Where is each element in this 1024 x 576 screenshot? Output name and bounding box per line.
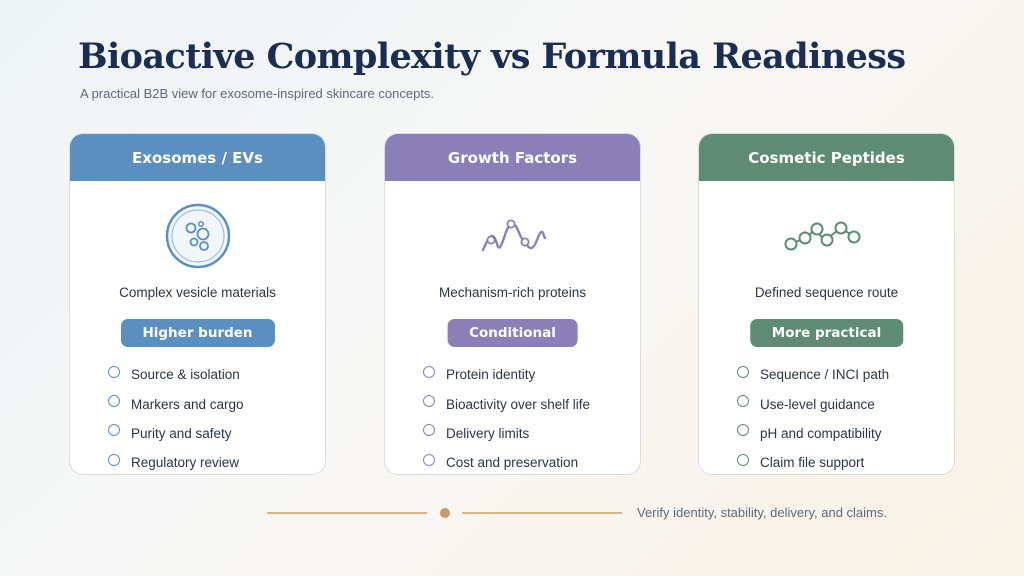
status-badge: More practical xyxy=(749,319,904,347)
list-item: Use-level guidance xyxy=(737,389,889,418)
status-badge: Higher burden xyxy=(120,319,275,347)
card-header: Exosomes / EVs xyxy=(70,134,325,181)
circle-icon xyxy=(423,453,435,466)
footer-dot-icon xyxy=(440,508,450,518)
list-item: pH and compatibility xyxy=(737,419,889,448)
list-item: Delivery limits xyxy=(423,419,590,448)
list-item: Protein identity xyxy=(423,360,590,389)
list-item: Claim file support xyxy=(737,448,889,474)
page-title: Bioactive Complexity vs Formula Readines… xyxy=(78,36,906,77)
circle-icon xyxy=(108,453,120,466)
circle-icon xyxy=(423,365,435,378)
peptide-chain-icon xyxy=(699,200,954,272)
item-list: Protein identity Bioactivity over shelf … xyxy=(423,360,590,474)
list-item: Purity and safety xyxy=(108,419,244,448)
list-item: Sequence / INCI path xyxy=(737,360,889,389)
card-description: Complex vesicle materials xyxy=(119,285,276,300)
list-item: Cost and preservation xyxy=(423,448,590,474)
footer-divider-left xyxy=(267,512,427,514)
circle-icon xyxy=(108,365,120,378)
vesicle-icon xyxy=(70,200,325,272)
card-description: Defined sequence route xyxy=(754,285,899,300)
circle-icon xyxy=(737,365,749,378)
item-list: Source & isolation Markers and cargo Pur… xyxy=(108,360,244,474)
protein-wave-icon xyxy=(385,200,640,272)
page-subtitle: A practical B2B view for exosome-inspire… xyxy=(80,86,435,101)
item-list: Sequence / INCI path Use-level guidance … xyxy=(737,360,889,474)
circle-icon xyxy=(423,395,435,408)
card-header: Growth Factors xyxy=(385,134,640,181)
card-description: Mechanism-rich proteins xyxy=(438,285,587,300)
card-growth-factors: Growth Factors Mechanism-rich proteins C… xyxy=(384,133,641,475)
list-item: Regulatory review xyxy=(108,448,244,474)
footer-note: Verify identity, stability, delivery, an… xyxy=(637,505,887,520)
list-item: Markers and cargo xyxy=(108,389,244,418)
card-cosmetic-peptides: Cosmetic Peptides Defined sequence route… xyxy=(698,133,955,475)
status-badge: Conditional xyxy=(447,319,578,347)
list-item: Bioactivity over shelf life xyxy=(423,389,590,418)
circle-icon xyxy=(423,424,435,437)
circle-icon xyxy=(108,424,120,437)
footer-divider-right xyxy=(462,512,622,514)
circle-icon xyxy=(737,424,749,437)
card-exosomes: Exosomes / EVs Complex vesicle materials… xyxy=(69,133,326,475)
card-header: Cosmetic Peptides xyxy=(699,134,954,181)
circle-icon xyxy=(737,453,749,466)
circle-icon xyxy=(737,395,749,408)
list-item: Source & isolation xyxy=(108,360,244,389)
circle-icon xyxy=(108,395,120,408)
